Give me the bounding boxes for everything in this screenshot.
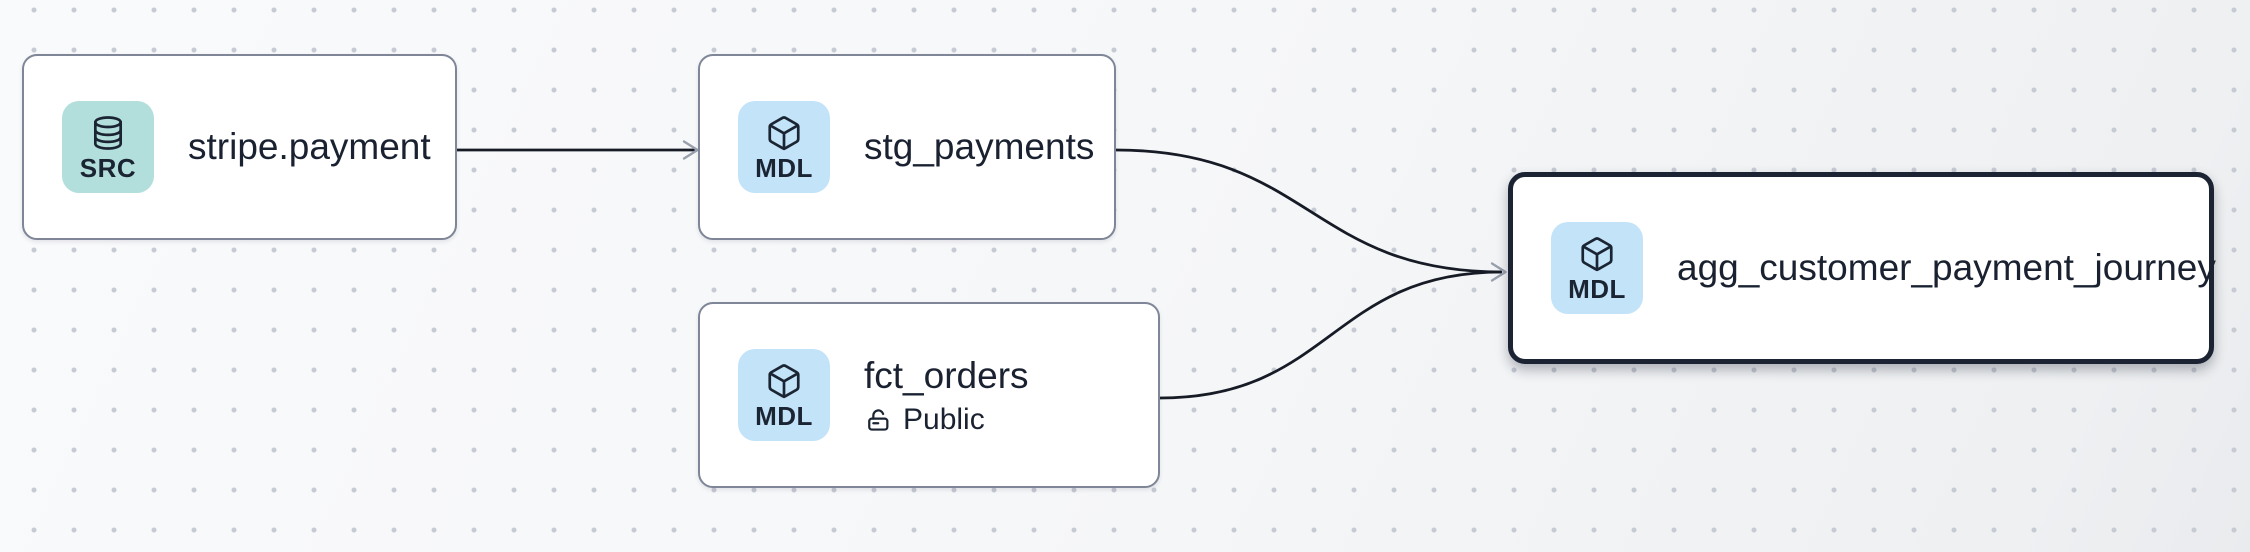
cube-icon [1581, 236, 1613, 271]
unlock-icon [868, 409, 889, 431]
cube-icon [768, 115, 800, 150]
visibility-label: Public [903, 403, 985, 437]
node-title: fct_orders [864, 354, 1029, 396]
badge-label: SRC [79, 152, 137, 183]
database-icon [93, 115, 123, 150]
node-title: stg_payments [864, 125, 1095, 167]
node-fct-orders[interactable]: MDL fct_orders Public [698, 302, 1160, 488]
badge-label: MDL [755, 152, 813, 183]
node-stripe-payment[interactable]: SRC stripe.payment [22, 54, 457, 240]
node-title: agg_customer_payment_journey [1677, 246, 2216, 288]
visibility-badge: Public [864, 403, 1029, 436]
materialization-badge: SRC [62, 101, 154, 193]
node-text: fct_orders Public [864, 354, 1029, 436]
badge-label: MDL [1568, 273, 1626, 304]
edge-fct-orders-to-agg [1159, 270, 1503, 400]
node-text: stripe.payment [188, 125, 431, 169]
materialization-badge: MDL [1551, 222, 1643, 314]
node-title: stripe.payment [188, 125, 431, 167]
arrowhead-icon [682, 140, 699, 160]
materialization-badge: MDL [738, 349, 830, 441]
edge-stg-payments-to-agg [1115, 148, 1503, 274]
node-text: stg_payments [864, 125, 1094, 169]
materialization-badge: MDL [738, 101, 830, 193]
node-stg-payments[interactable]: MDL stg_payments [698, 54, 1116, 240]
node-text: agg_customer_payment_journey [1677, 246, 2216, 290]
cube-icon [768, 363, 800, 398]
arrowhead-icon [1490, 262, 1507, 282]
node-agg-customer-payment-journey[interactable]: MDL agg_customer_payment_journey [1508, 172, 2216, 364]
badge-label: MDL [755, 400, 813, 431]
